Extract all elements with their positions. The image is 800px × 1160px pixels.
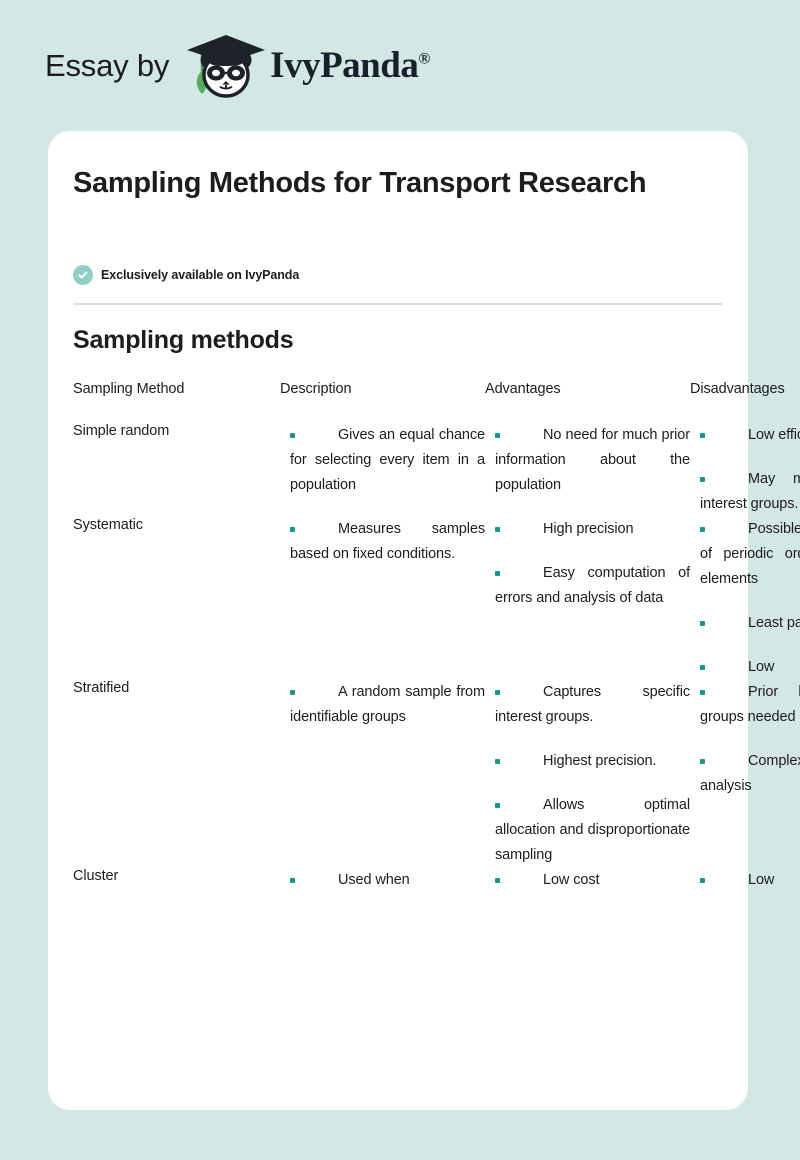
- section-heading: Sampling methods: [73, 326, 294, 354]
- page-title: Sampling Methods for Transport Research: [73, 167, 647, 199]
- check-circle-icon: [73, 265, 93, 285]
- brand-header: Essay by IvyPanda®: [0, 0, 800, 131]
- panda-graduate-logo-icon: [182, 31, 268, 101]
- wordmark-text: IvyPanda: [270, 45, 419, 86]
- document-card: Sampling Methods for Transport Research …: [48, 131, 748, 1110]
- exclusive-availability-badge: Exclusively available on IvyPanda: [73, 265, 299, 285]
- exclusive-availability-label: Exclusively available on IvyPanda: [101, 268, 300, 282]
- ivypanda-wordmark: IvyPanda®: [270, 44, 430, 87]
- registered-trademark-mark: ®: [418, 50, 430, 68]
- essay-by-label: Essay by: [45, 47, 170, 83]
- document-card-content: Sampling Methods for Transport Research …: [48, 131, 748, 1110]
- header-divider: [73, 303, 722, 305]
